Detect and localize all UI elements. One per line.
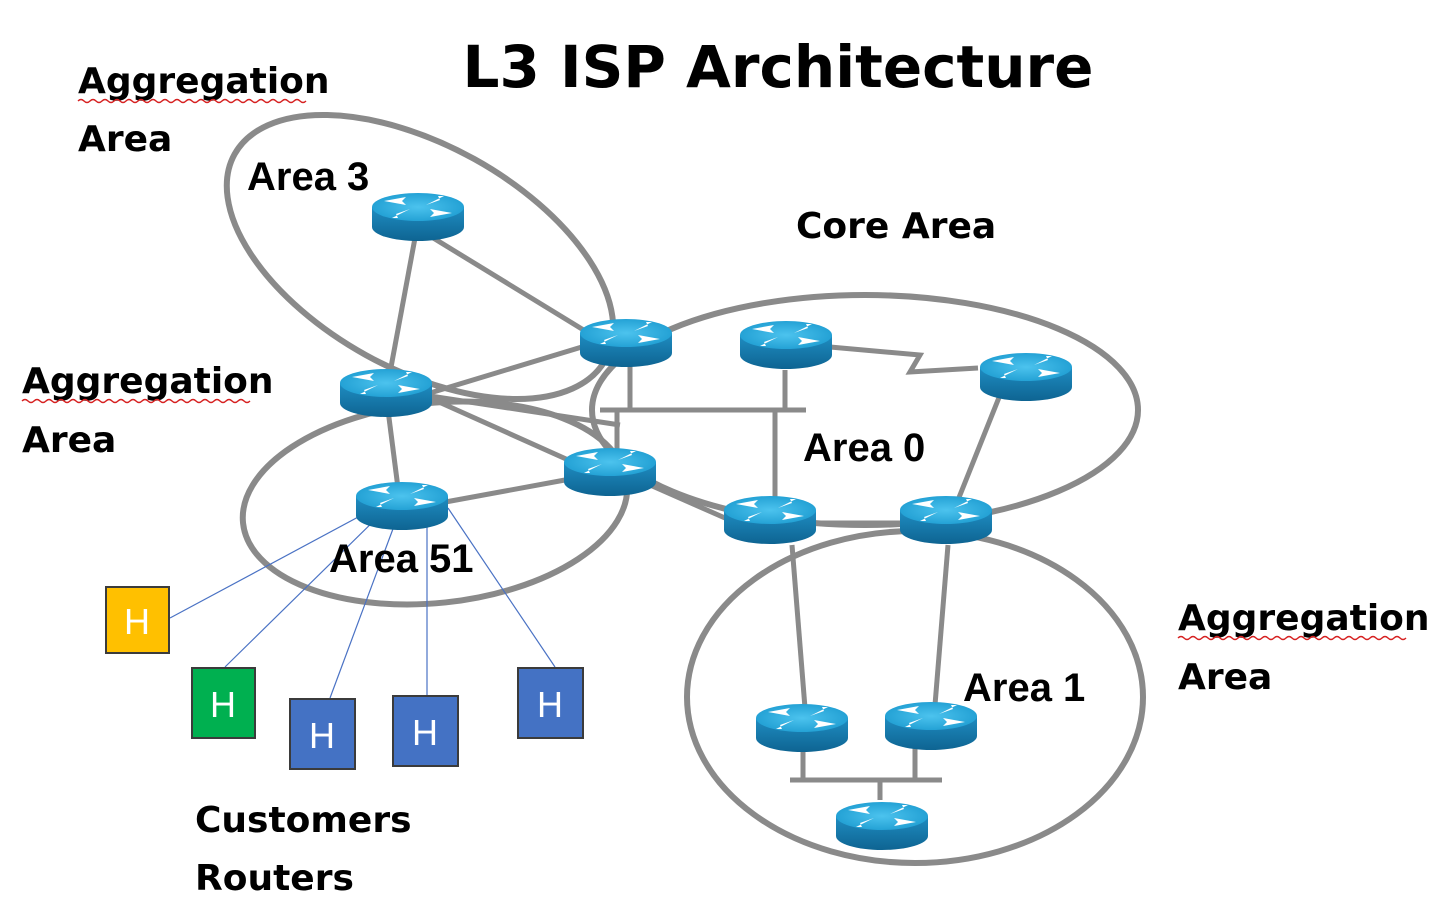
spellcheck-underline: [77, 98, 307, 104]
router-core-right-icon: [980, 353, 1072, 401]
aggregation-left-label-line1: Aggregation: [22, 361, 274, 402]
router-area3-icon: [372, 193, 464, 241]
aggregation-top-label-line2: Area: [78, 119, 172, 160]
aggregation-left-label-line2: Area: [22, 420, 116, 461]
host-box: [105, 586, 170, 654]
host-box: [517, 667, 584, 739]
network-links: [385, 233, 1003, 800]
aggregation-top-label-line1: Aggregation: [78, 61, 330, 102]
router-core-top-icon: [740, 321, 832, 369]
router-border-51-icon: [564, 448, 656, 496]
customer-hosts: H H H H H: [105, 586, 584, 770]
host-label: H: [309, 715, 335, 756]
host-box: [191, 667, 256, 739]
area-51-label: Area 51: [329, 537, 474, 581]
router-core-bottom-left-icon: [724, 496, 816, 544]
aggregation-right-label-line2: Area: [1178, 657, 1272, 698]
customers-label-line2: Routers: [195, 858, 354, 899]
area-0-label: Area 0: [803, 426, 925, 470]
host-box: [289, 698, 356, 770]
spellcheck-underline: [21, 398, 251, 404]
host-box: [392, 695, 459, 767]
router-agg-left-icon: [340, 369, 432, 417]
page-title: L3 ISP Architecture: [462, 33, 1093, 101]
router-area1-left-icon: [756, 704, 848, 752]
customers-label-line1: Customers: [195, 800, 412, 841]
area-3-label: Area 3: [247, 155, 369, 199]
router-core-left-icon: [580, 319, 672, 367]
host-label: H: [124, 601, 150, 642]
host-label: H: [412, 712, 438, 753]
area-1-label: Area 1: [963, 666, 1085, 710]
customer-links: [169, 507, 556, 699]
core-area-label: Core Area: [796, 206, 996, 247]
router-core-bottom-right-icon: [900, 496, 992, 544]
host-label: H: [537, 684, 563, 725]
spellcheck-underline: [1177, 635, 1407, 641]
host-label: H: [210, 684, 236, 725]
router-area1-bottom-icon: [836, 802, 928, 850]
aggregation-right-label-line1: Aggregation: [1178, 598, 1430, 639]
router-area51-icon: [356, 482, 448, 530]
